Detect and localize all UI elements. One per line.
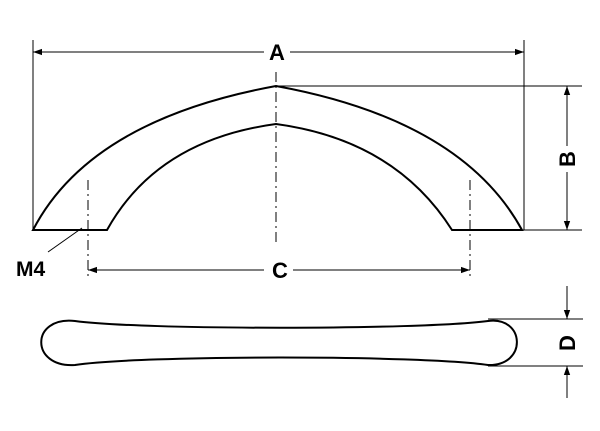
label-m4: M4	[16, 258, 45, 281]
label-a: A	[269, 40, 285, 65]
label-c: C	[272, 258, 288, 283]
handle-side-view	[40, 319, 518, 367]
handle-front-view	[31, 84, 524, 231]
leader-line-m4	[47, 227, 83, 253]
dimension-a	[32, 40, 525, 230]
handle-outline	[31, 84, 524, 231]
label-b: B	[555, 151, 580, 167]
dimension-b	[276, 85, 582, 231]
label-d: D	[555, 335, 580, 351]
dimension-d	[488, 286, 583, 398]
